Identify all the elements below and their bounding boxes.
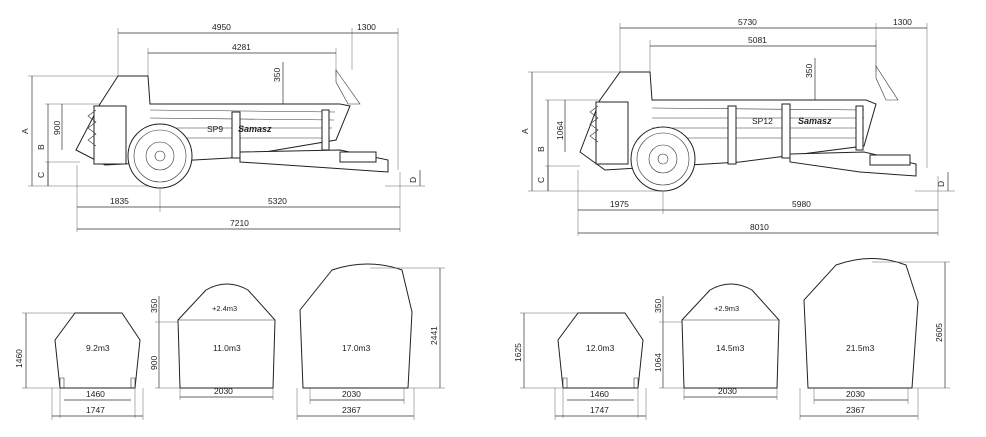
dim-1064-label: 1064 xyxy=(555,121,565,140)
section1-inner-width: 1460 xyxy=(86,389,105,399)
section2-bottom-height: 900 xyxy=(149,356,159,370)
section1-volume: 9.2m3 xyxy=(86,343,110,353)
brand-logo: Samasz xyxy=(798,116,832,126)
section2-top-height: 350 xyxy=(149,299,159,313)
dim-front-overhang: 1300 xyxy=(357,22,376,32)
dim-total-length: 8010 xyxy=(750,222,769,232)
section1-height: 1460 xyxy=(14,349,24,368)
dim-b-label: B xyxy=(536,146,546,152)
dim-c-label: C xyxy=(36,172,46,178)
dim-d-label: D xyxy=(408,177,418,183)
section2-bottom-height: 1064 xyxy=(653,353,663,372)
section3-height: 2605 xyxy=(934,323,944,342)
section1-outer-width: 1747 xyxy=(590,405,609,415)
side-view-sp9: 4950 1300 4281 350 A B 900 C D xyxy=(20,22,425,232)
dim-axle-front: 1835 xyxy=(110,196,129,206)
section3-inner-width: 2030 xyxy=(342,389,361,399)
section3-volume: 17.0m3 xyxy=(342,343,371,353)
wheel xyxy=(127,123,193,189)
beater-unit xyxy=(595,101,629,165)
dim-d-label: D xyxy=(936,181,946,187)
section2-volume: 14.5m3 xyxy=(716,343,745,353)
section2-outline xyxy=(177,283,276,389)
section1-volume: 12.0m3 xyxy=(586,343,615,353)
section3-volume: 21.5m3 xyxy=(846,343,875,353)
section2-width: 2030 xyxy=(718,386,737,396)
section1-inner-width: 1460 xyxy=(590,389,609,399)
wheel xyxy=(630,126,696,192)
section2-volume: 11.0m3 xyxy=(213,343,241,353)
cross-sections-sp9: 1460 9.2m3 1460 1747 350 900 +2.4m3 11.0… xyxy=(14,263,445,420)
section2-outline xyxy=(681,283,780,389)
dim-wall-height: 350 xyxy=(272,68,282,82)
dim-axle-rear: 5320 xyxy=(268,196,287,206)
dim-axle-front: 1975 xyxy=(610,199,629,209)
section2-extra-volume: +2.9m3 xyxy=(714,304,739,313)
dim-top-length: 5730 xyxy=(738,17,757,27)
dim-b-label: B xyxy=(36,144,46,150)
brand-logo: Samasz xyxy=(238,124,272,134)
dim-total-length: 7210 xyxy=(230,218,249,228)
dim-inner-length: 5081 xyxy=(748,35,767,45)
dim-inner-length: 4281 xyxy=(232,42,251,52)
side-view-sp12: 5730 1300 5081 350 A B 1064 C D xyxy=(520,17,955,236)
model-label: SP12 xyxy=(752,116,773,126)
dim-front-overhang: 1300 xyxy=(893,17,912,27)
section2-width: 2030 xyxy=(214,386,233,396)
section3-height: 2441 xyxy=(429,326,439,345)
model-label: SP9 xyxy=(207,124,223,134)
section3-outline xyxy=(803,258,919,389)
cross-sections-sp12: 1625 12.0m3 1460 1747 350 1064 +2.9m3 14… xyxy=(513,258,950,420)
dim-a-label: A xyxy=(520,128,530,134)
section3-outer-width: 2367 xyxy=(342,405,361,415)
dim-c-label: C xyxy=(536,177,546,183)
dim-900-label: 900 xyxy=(52,121,62,135)
section3-outer-width: 2367 xyxy=(846,405,865,415)
section2-top-height: 350 xyxy=(653,299,663,313)
section1-height: 1625 xyxy=(513,343,523,362)
section1-outer-width: 1747 xyxy=(86,405,105,415)
dim-axle-rear: 5980 xyxy=(792,199,811,209)
section2-extra-volume: +2.4m3 xyxy=(212,304,237,313)
dim-wall-height: 350 xyxy=(804,64,814,78)
dim-top-length: 4950 xyxy=(212,22,231,32)
beater-unit xyxy=(93,105,127,165)
section3-inner-width: 2030 xyxy=(846,389,865,399)
section3-outline xyxy=(299,263,413,389)
dim-a-label: A xyxy=(20,128,30,134)
